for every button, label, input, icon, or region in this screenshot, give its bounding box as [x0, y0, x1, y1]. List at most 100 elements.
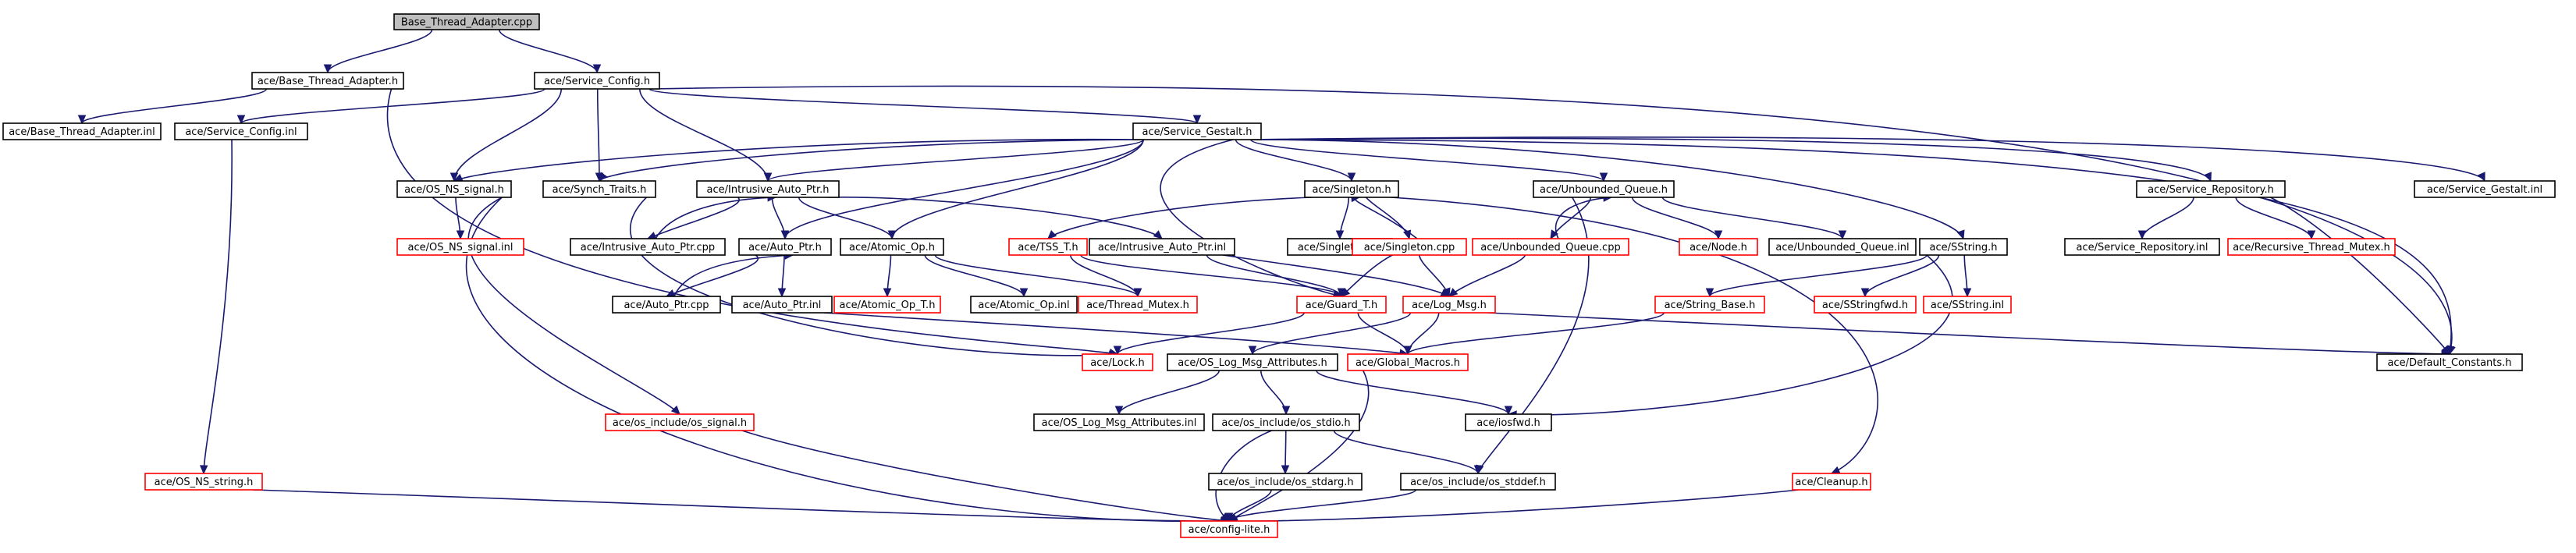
node-ace-os-ns-signal-h[interactable]: ace/OS_NS_signal.h	[396, 180, 512, 198]
node-box	[1792, 473, 1871, 491]
node-ace-config-lite-h[interactable]: ace/config-lite.h	[1180, 520, 1278, 538]
edge-ace-intrusive-auto-ptr-h-to-ace-intrusive-auto-ptr-cpp	[646, 197, 741, 239]
node-box	[1347, 353, 1469, 371]
node-ace-service-config-h[interactable]: ace/Service_Config.h	[534, 72, 660, 90]
node-ace-recursive-thread-mutex-h[interactable]: ace/Recursive_Thread_Mutex.h	[2227, 238, 2396, 256]
node-ace-os-ns-string-h[interactable]: ace/OS_NS_string.h	[144, 473, 263, 491]
node-ace-service-repository-inl[interactable]: ace/Service_Repository.inl	[2064, 238, 2220, 256]
edge-ace-singleton-cpp-to-ace-singleton-h	[1351, 193, 1418, 239]
node-ace-service-config-inl[interactable]: ace/Service_Config.inl	[174, 122, 308, 140]
node-box	[396, 238, 524, 256]
node-box	[1033, 413, 1205, 431]
node-ace-service-gestalt-h[interactable]: ace/Service_Gestalt.h	[1132, 122, 1262, 140]
node-ace-lock-h[interactable]: ace/Lock.h	[1082, 353, 1153, 371]
node-ace-intrusive-auto-ptr-inl[interactable]: ace/Intrusive_Auto_Ptr.inl	[1089, 238, 1235, 256]
arrowhead	[763, 172, 773, 183]
node-ace-service-gestalt-inl[interactable]: ace/Service_Gestalt.inl	[2414, 180, 2556, 198]
node-ace-base-thread-adapter-h[interactable]: ace/Base_Thread_Adapter.h	[251, 72, 404, 90]
node-label: ace/Auto_Ptr.inl	[743, 300, 822, 311]
node-ace-sstring-h[interactable]: ace/SString.h	[1919, 238, 2008, 256]
node-box	[605, 413, 755, 431]
edge-ace-intrusive-auto-ptr-h-to-ace-atomic-op-h	[798, 197, 897, 240]
node-box	[1919, 238, 2008, 256]
edge-line	[827, 196, 1163, 239]
node-ace-auto-ptr-cpp[interactable]: ace/Auto_Ptr.cpp	[612, 296, 721, 314]
node-ace-unbounded-queue-h[interactable]: ace/Unbounded_Queue.h	[1533, 180, 1675, 198]
edge-ace-service-config-h-to-ace-os-ns-signal-h	[449, 88, 563, 183]
node-ace-os-include-os-signal-h[interactable]: ace/os_include/os_signal.h	[605, 413, 755, 431]
node-ace-default-constants-h[interactable]: ace/Default_Constants.h	[2376, 353, 2523, 371]
edge-ace-singleton-h-to-ace-tss-t-h	[1047, 197, 1313, 239]
node-ace-synch-traits-h[interactable]: ace/Synch_Traits.h	[542, 180, 656, 198]
edge-line	[252, 489, 1230, 522]
node-ace-node-h[interactable]: ace/Node.h	[1679, 238, 1758, 256]
node-label: ace/Singleton.h	[1312, 184, 1391, 196]
edge-line	[498, 29, 598, 73]
node-ace-unbounded-queue-cpp[interactable]: ace/Unbounded_Queue.cpp	[1472, 238, 1629, 256]
node-ace-sstring-inl[interactable]: ace/SString.inl	[1923, 296, 2012, 314]
node-ace-service-repository-h[interactable]: ace/Service_Repository.h	[2136, 180, 2286, 198]
node-ace-os-log-msg-attributes-h[interactable]: ace/OS_Log_Msg_Attributes.h	[1167, 353, 1338, 371]
node-ace-singleton-h[interactable]: ace/Singleton.h	[1304, 180, 1399, 198]
edge-line	[1250, 139, 1964, 239]
node-box	[1296, 296, 1387, 314]
node-ace-iosfwd-h[interactable]: ace/iosfwd.h	[1465, 413, 1552, 431]
node-box	[2227, 238, 2396, 256]
node-ace-os-ns-signal-inl[interactable]: ace/OS_NS_signal.inl	[396, 238, 524, 256]
node-ace-os-include-os-stdio-h[interactable]: ace/os_include/os_stdio.h	[1212, 413, 1360, 431]
edge-ace-log-msg-h-to-ace-os-log-msg-attributes-h	[1248, 312, 1412, 356]
node-ace-atomic-op-inl[interactable]: ace/Atomic_Op.inl	[970, 296, 1078, 314]
node-box	[1533, 180, 1675, 198]
node-ace-intrusive-auto-ptr-h[interactable]: ace/Intrusive_Auto_Ptr.h	[696, 180, 840, 198]
node-label: ace/Lock.h	[1090, 357, 1145, 369]
node-ace-cleanup-h[interactable]: ace/Cleanup.h	[1792, 473, 1871, 491]
edge-ace-service-repository-h-to-ace-default-constants-h	[2270, 197, 2450, 355]
node-box	[833, 296, 941, 314]
arrowhead	[1224, 512, 1234, 523]
node-ace-auto-ptr-inl[interactable]: ace/Auto_Ptr.inl	[731, 296, 833, 314]
edge-line	[1117, 312, 1305, 355]
node-ace-os-include-os-stddef-h[interactable]: ace/os_include/os_stddef.h	[1400, 473, 1556, 491]
node-base-thread-adapter-cpp[interactable]: Base_Thread_Adapter.cpp	[393, 13, 540, 30]
node-ace-intrusive-auto-ptr-cpp[interactable]: ace/Intrusive_Auto_Ptr.cpp	[570, 238, 726, 256]
edge-line	[784, 139, 1144, 239]
node-ace-string-base-h[interactable]: ace/String_Base.h	[1654, 296, 1765, 314]
node-label: ace/os_include/os_stdio.h	[1221, 417, 1350, 429]
node-ace-singleton-cpp[interactable]: ace/Singleton.cpp	[1352, 238, 1467, 256]
node-ace-os-log-msg-attributes-inl[interactable]: ace/OS_Log_Msg_Attributes.inl	[1033, 413, 1205, 431]
edge-ace-synch-traits-h-to-ace-lock-h	[630, 197, 1119, 359]
arrowhead	[1599, 172, 1608, 183]
edge-line	[453, 88, 563, 182]
node-ace-auto-ptr-h[interactable]: ace/Auto_Ptr.h	[738, 238, 832, 256]
node-ace-base-thread-adapter-inl[interactable]: ace/Base_Thread_Adapter.inl	[2, 122, 162, 140]
node-ace-sstringfwd-h[interactable]: ace/SStringfwd.h	[1814, 296, 1917, 314]
node-ace-log-msg-h[interactable]: ace/Log_Msg.h	[1402, 296, 1496, 314]
node-ace-atomic-op-t-h[interactable]: ace/Atomic_Op_T.h	[833, 296, 941, 314]
edge-ace-sstring-h-to-ace-sstringfwd-h	[1860, 254, 1940, 298]
node-ace-os-include-os-stdarg-h[interactable]: ace/os_include/os_stdarg.h	[1208, 473, 1363, 491]
node-ace-tss-t-h[interactable]: ace/TSS_T.h	[1008, 238, 1088, 256]
node-ace-thread-mutex-h[interactable]: ace/Thread_Mutex.h	[1078, 296, 1198, 314]
arrowhead	[323, 64, 332, 74]
arrowhead	[1714, 230, 1723, 240]
edge-ace-guard-t-h-to-ace-lock-h	[1113, 312, 1305, 356]
edge-line	[1661, 197, 1843, 239]
edge-line	[647, 197, 741, 239]
node-ace-unbounded-queue-inl[interactable]: ace/Unbounded_Queue.inl	[1768, 238, 1917, 256]
node-ace-guard-t-h[interactable]: ace/Guard_T.h	[1296, 296, 1387, 314]
node-box	[1768, 238, 1917, 256]
node-ace-global-macros-h[interactable]: ace/Global_Macros.h	[1347, 353, 1469, 371]
arrowhead	[1047, 229, 1057, 239]
arrowhead	[1133, 288, 1142, 298]
edge-line	[1250, 137, 2212, 182]
arrowhead	[1114, 406, 1124, 416]
node-ace-atomic-op-h[interactable]: ace/Atomic_Op.h	[840, 238, 944, 256]
node-label: ace/Atomic_Op_T.h	[840, 300, 936, 311]
arrowhead	[236, 115, 246, 125]
edge-line	[1365, 197, 1410, 239]
edge-line	[1250, 139, 1604, 182]
edge-line	[1206, 254, 1342, 297]
arrowhead	[1956, 229, 1965, 240]
node-box	[731, 296, 833, 314]
edge-line	[934, 254, 1139, 297]
